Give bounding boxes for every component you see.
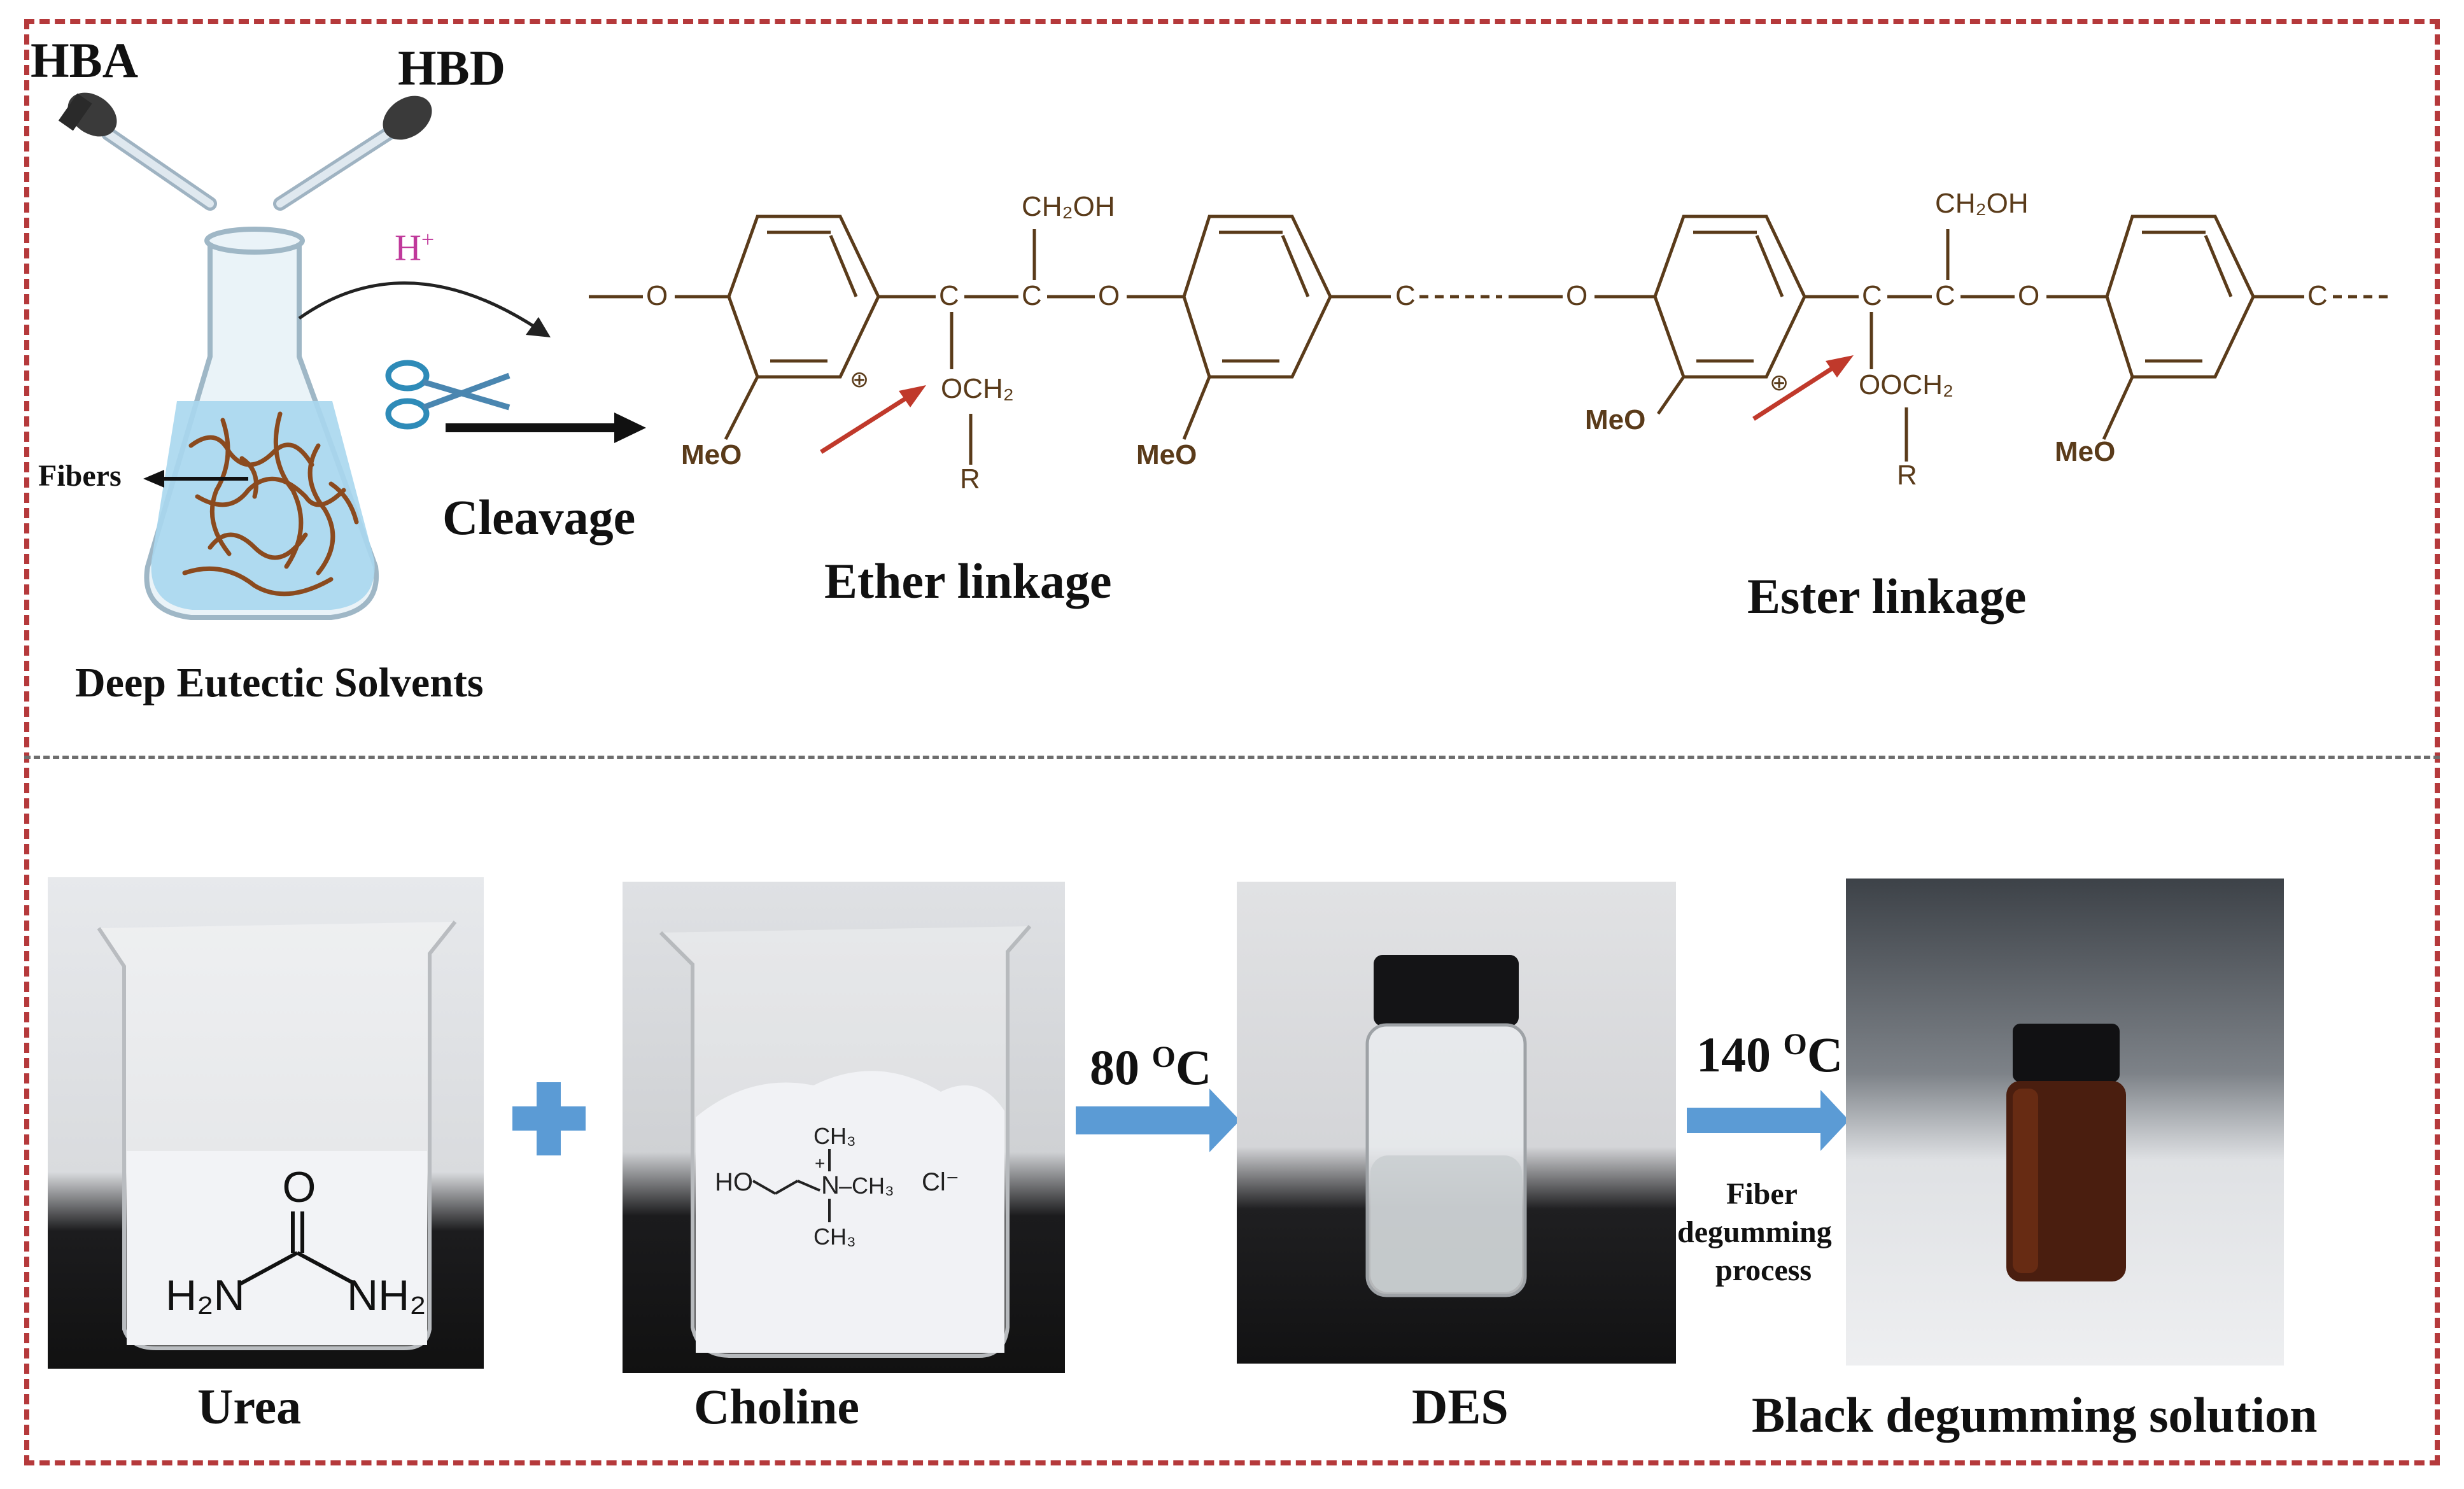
- atom-c: C: [1862, 280, 1882, 311]
- atom-o: O: [646, 280, 668, 311]
- atom-c: C: [1935, 280, 1955, 311]
- step2-temperature: 140 OC: [1696, 1027, 1843, 1082]
- hba-label: HBA: [31, 32, 139, 88]
- outer-frame: [24, 19, 2440, 1465]
- choline-atom-n: N: [821, 1171, 840, 1199]
- urea-photo: O H₂N NH₂: [48, 877, 484, 1369]
- atom-ch2oh: CH₂OH: [1022, 191, 1115, 222]
- choline-atom-ho: HO: [715, 1168, 753, 1196]
- atom-c: C: [2307, 280, 2328, 311]
- atom-r: R: [960, 463, 980, 495]
- flask-icon: [144, 227, 379, 620]
- ether-linkage-structure: [589, 215, 1502, 465]
- flask-caption: Deep Eutectic Solvents: [75, 660, 484, 706]
- h-plus-label: H+: [395, 227, 435, 269]
- ester-linkage-structure: [1509, 215, 2393, 462]
- atom-meo: MeO: [1136, 439, 1197, 470]
- dropper-icon: [58, 92, 217, 211]
- atom-r: R: [1897, 460, 1917, 491]
- choline-atom-ch3-right: –CH₃: [839, 1173, 894, 1199]
- des-caption: DES: [1412, 1379, 1509, 1434]
- des-photo: [1237, 882, 1676, 1364]
- choline-photo: HO N + CH₃ –CH₃ CH₃ Cl⁻: [623, 882, 1065, 1373]
- choline-atom-ch3-bottom: CH₃: [813, 1224, 856, 1250]
- dropper-icon: [273, 95, 432, 211]
- atom-o: O: [1098, 280, 1120, 311]
- step2-note-line3: process: [1715, 1253, 1812, 1287]
- choline-caption: Choline: [694, 1379, 860, 1434]
- atom-meo: MeO: [681, 439, 742, 470]
- step1-temperature: 80 OC: [1090, 1040, 1212, 1095]
- choline-atom-ch3-top: CH₃: [813, 1123, 856, 1149]
- plus-charge: ⊕: [850, 366, 869, 392]
- atom-och2: OCH₂: [941, 373, 1014, 404]
- atom-ooch2: OOCH₂: [1859, 369, 1954, 400]
- atom-c: C: [939, 280, 959, 311]
- atom-meo: MeO: [1585, 404, 1646, 435]
- black-solution-caption: Black degumming solution: [1752, 1387, 2318, 1443]
- fibers-label: Fibers: [38, 459, 122, 493]
- atom-o: O: [1566, 280, 1588, 311]
- scissors-icon: [385, 360, 510, 430]
- cleavage-label: Cleavage: [442, 490, 636, 545]
- urea-atom-nh2: NH₂: [347, 1271, 426, 1320]
- atom-c: C: [1395, 280, 1416, 311]
- atom-o: O: [2018, 280, 2040, 311]
- hbd-label: HBD: [398, 40, 506, 95]
- urea-atom-h2n: H₂N: [165, 1271, 245, 1320]
- black-solution-photo: [1846, 879, 2284, 1366]
- atom-ch2oh: CH₂OH: [1935, 188, 2029, 219]
- choline-charge: +: [815, 1154, 825, 1173]
- urea-atom-o: O: [283, 1163, 316, 1211]
- ether-caption: Ether linkage: [824, 553, 1112, 609]
- atom-c: C: [1022, 280, 1042, 311]
- ester-caption: Ester linkage: [1747, 568, 2027, 624]
- panel-divider: [24, 756, 2440, 759]
- plus-charge: ⊕: [1770, 369, 1789, 395]
- urea-caption: Urea: [197, 1379, 302, 1434]
- atom-meo: MeO: [2055, 436, 2116, 467]
- step2-note-line2: degumming: [1677, 1215, 1832, 1249]
- choline-atom-cl: Cl⁻: [922, 1168, 959, 1196]
- step2-note-line1: Fiber: [1726, 1177, 1798, 1211]
